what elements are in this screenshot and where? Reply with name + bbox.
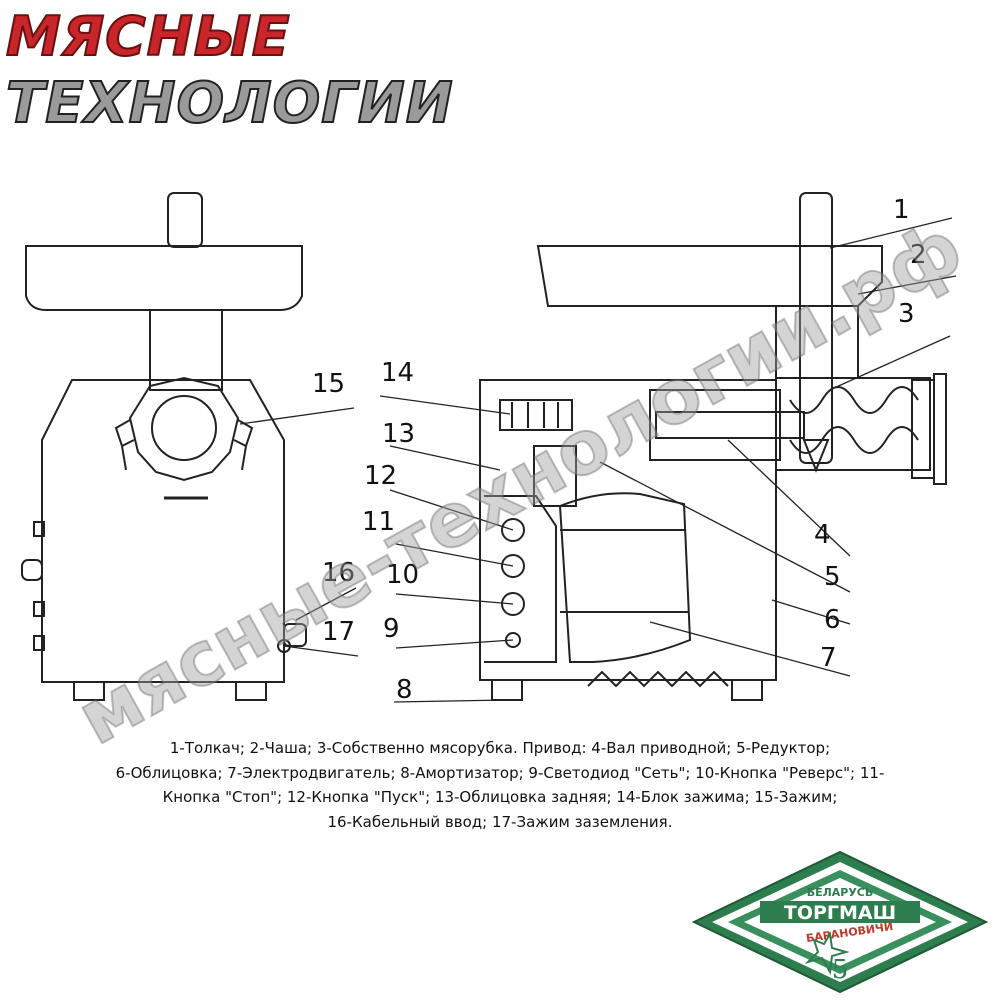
- side-auger: [789, 386, 919, 454]
- side-clamp-block-fins: [511, 402, 559, 428]
- button-stop: [501, 554, 525, 578]
- caption-line-2: 6-Облицовка; 7-Электродвигатель; 8-Аморт…: [115, 763, 885, 782]
- callout-10: 10: [386, 560, 419, 590]
- side-foot-right: [731, 679, 763, 701]
- front-clamp-right: [233, 419, 254, 471]
- side-reducer: [649, 389, 781, 461]
- side-pusher-tip: [802, 439, 830, 473]
- callout-15: 15: [312, 369, 345, 399]
- callout-9: 9: [383, 614, 400, 644]
- callout-17: 17: [322, 617, 355, 647]
- side-motor: [558, 492, 692, 663]
- side-casing: [479, 379, 777, 681]
- diagram-caption: 1-Толкач; 2-Чаша; 3-Собственно мясорубка…: [60, 736, 940, 834]
- torgmash-logo: БЕЛАРУСЬ ТОРГМАШ БАРАНОВИЧИ 5: [691, 850, 989, 994]
- logo-title-line1: МЯСНЫЕ: [5, 5, 291, 68]
- caption-line-1: 1-Толкач; 2-Чаша; 3-Собственно мясорубка…: [169, 739, 831, 757]
- front-foot-left: [73, 681, 105, 701]
- button-reverse: [501, 592, 525, 616]
- callout-2: 2: [910, 240, 927, 270]
- side-outlet-flange: [933, 373, 947, 485]
- logo-five-mark: 5: [832, 955, 849, 985]
- side-view: [479, 192, 947, 701]
- callout-8: 8: [396, 675, 413, 705]
- caption-line-3: Кнопка "Стоп"; 12-Кнопка "Пуск"; 13-Обли…: [162, 788, 838, 806]
- callout-16: 16: [322, 558, 355, 588]
- callout-3: 3: [898, 299, 915, 329]
- front-body: [41, 379, 285, 683]
- callout-5: 5: [824, 562, 841, 592]
- callout-6: 6: [824, 605, 841, 635]
- side-drive-shaft: [655, 411, 805, 439]
- callout-7: 7: [820, 643, 837, 673]
- callout-14: 14: [381, 358, 414, 388]
- meat-technologies-logo: МЯСНЫЕ ТЕХНОЛОГИИ: [0, 0, 454, 140]
- side-grinder-housing: [775, 306, 931, 471]
- front-clamp-left: [114, 419, 135, 471]
- side-foot-left: [491, 679, 523, 701]
- meat-grinder-diagram: 1 2 3 4 5 6 7 8 9 10 11 12 13 14 15 16 1…: [21, 192, 957, 705]
- callout-1: 1: [893, 195, 910, 225]
- callout-11: 11: [362, 507, 395, 537]
- callout-labels: 1 2 3 4 5 6 7 8 9 10 11 12 13 14 15 16 1…: [312, 195, 927, 705]
- front-ground-clamp: [277, 639, 291, 653]
- logo-star-mark: [804, 931, 850, 976]
- side-rear-cover: [533, 445, 577, 507]
- button-start: [501, 518, 525, 542]
- front-cable-gland: [283, 623, 307, 647]
- side-pusher: [799, 192, 833, 464]
- front-clamp-nut: [128, 376, 240, 482]
- side-control-panel: [484, 495, 557, 663]
- front-outlet: [151, 395, 217, 461]
- side-vent-teeth: [587, 670, 729, 688]
- front-side-knob-1: [33, 521, 45, 537]
- side-clamp-block: [499, 399, 573, 431]
- logo-name: ТОРГМАШ: [784, 902, 896, 924]
- side-motor-band: [560, 529, 688, 613]
- callout-13: 13: [382, 419, 415, 449]
- leader-lines: [239, 217, 957, 703]
- callout-12: 12: [364, 461, 397, 491]
- callout-4: 4: [814, 520, 831, 550]
- logo-title-line2: ТЕХНОЛОГИИ: [5, 71, 454, 136]
- logo-country: БЕЛАРУСЬ: [807, 886, 874, 899]
- front-side-knob-3: [33, 601, 45, 617]
- front-tray: [25, 245, 303, 311]
- front-pusher: [167, 192, 203, 248]
- logo-name-plate: [760, 901, 920, 923]
- caption-line-4: 16-Кабельный ввод; 17-Зажим заземления.: [327, 812, 673, 831]
- front-view: [21, 192, 307, 701]
- front-neck: [149, 309, 223, 391]
- side-bowl: [536, 245, 883, 307]
- front-side-knob-4: [33, 635, 45, 651]
- front-foot-right: [235, 681, 267, 701]
- front-side-knob-2: [21, 559, 43, 581]
